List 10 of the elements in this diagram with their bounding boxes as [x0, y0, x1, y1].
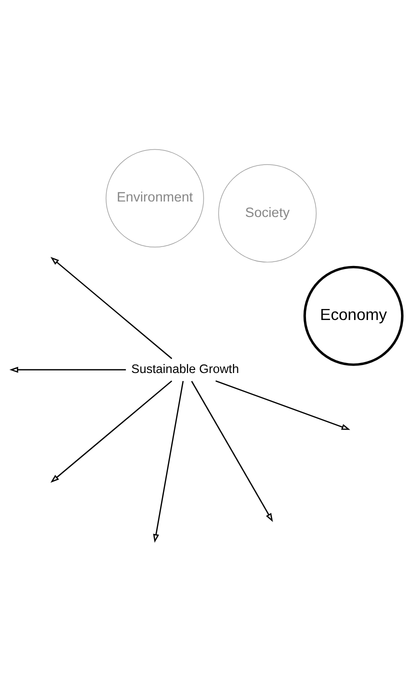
- node-circle: Economy: [303, 266, 404, 366]
- arrow: [50, 380, 172, 483]
- node-circle: Environment: [106, 149, 204, 248]
- arrow: [153, 380, 184, 543]
- node-circle: Society: [218, 164, 317, 262]
- arrow: [215, 380, 350, 430]
- arrow: [50, 256, 172, 360]
- node-text: Sustainable Growth: [131, 362, 239, 376]
- arrow: [191, 380, 273, 522]
- arrow: [9, 366, 126, 373]
